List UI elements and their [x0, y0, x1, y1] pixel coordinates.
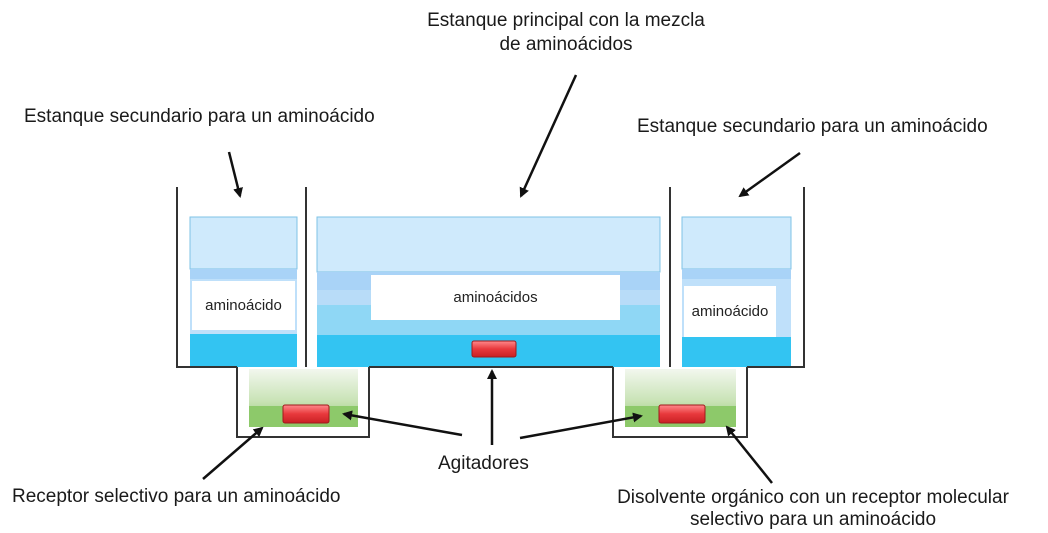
left-secondary-tank-label: Estanque secundario para un aminoácido: [24, 106, 375, 127]
arrow-main-tank: [519, 74, 578, 198]
arrow-receptor: [202, 426, 264, 480]
left-tank-content-label: aminoácido: [192, 281, 295, 330]
tank-walls: [176, 187, 805, 368]
left-solvent-container: [236, 367, 370, 438]
arrow-right-tank: [738, 151, 801, 198]
right-stirrer: [658, 404, 706, 424]
arrow-left-tank: [227, 151, 243, 198]
main-tank-label-line2: de aminoácidos: [499, 34, 633, 55]
main-tank-content-label: aminoácidos: [371, 275, 620, 320]
solvent-label: Disolvente orgánico con un receptor mole…: [582, 487, 1044, 531]
main-stirrer: [471, 340, 517, 358]
arrow-solvent: [725, 425, 773, 484]
solvent-label-line1: Disolvente orgánico con un receptor mole…: [617, 487, 1009, 508]
stirrers-label: Agitadores: [438, 453, 529, 474]
arrow-stirrer-left: [342, 410, 463, 437]
right-secondary-tank-label: Estanque secundario para un aminoácido: [637, 116, 988, 137]
right-solvent-container: [612, 367, 748, 438]
main-tank-label: Estanque principal con la mezcla de amin…: [385, 9, 747, 57]
receptor-label: Receptor selectivo para un aminoácido: [12, 486, 341, 507]
arrow-stirrer-right: [519, 412, 643, 440]
left-stirrer: [282, 404, 330, 424]
right-tank-content-label: aminoácido: [684, 286, 776, 337]
main-tank-label-line1: Estanque principal con la mezcla: [427, 10, 705, 31]
solvent-label-line2: selectivo para un aminoácido: [689, 509, 937, 530]
